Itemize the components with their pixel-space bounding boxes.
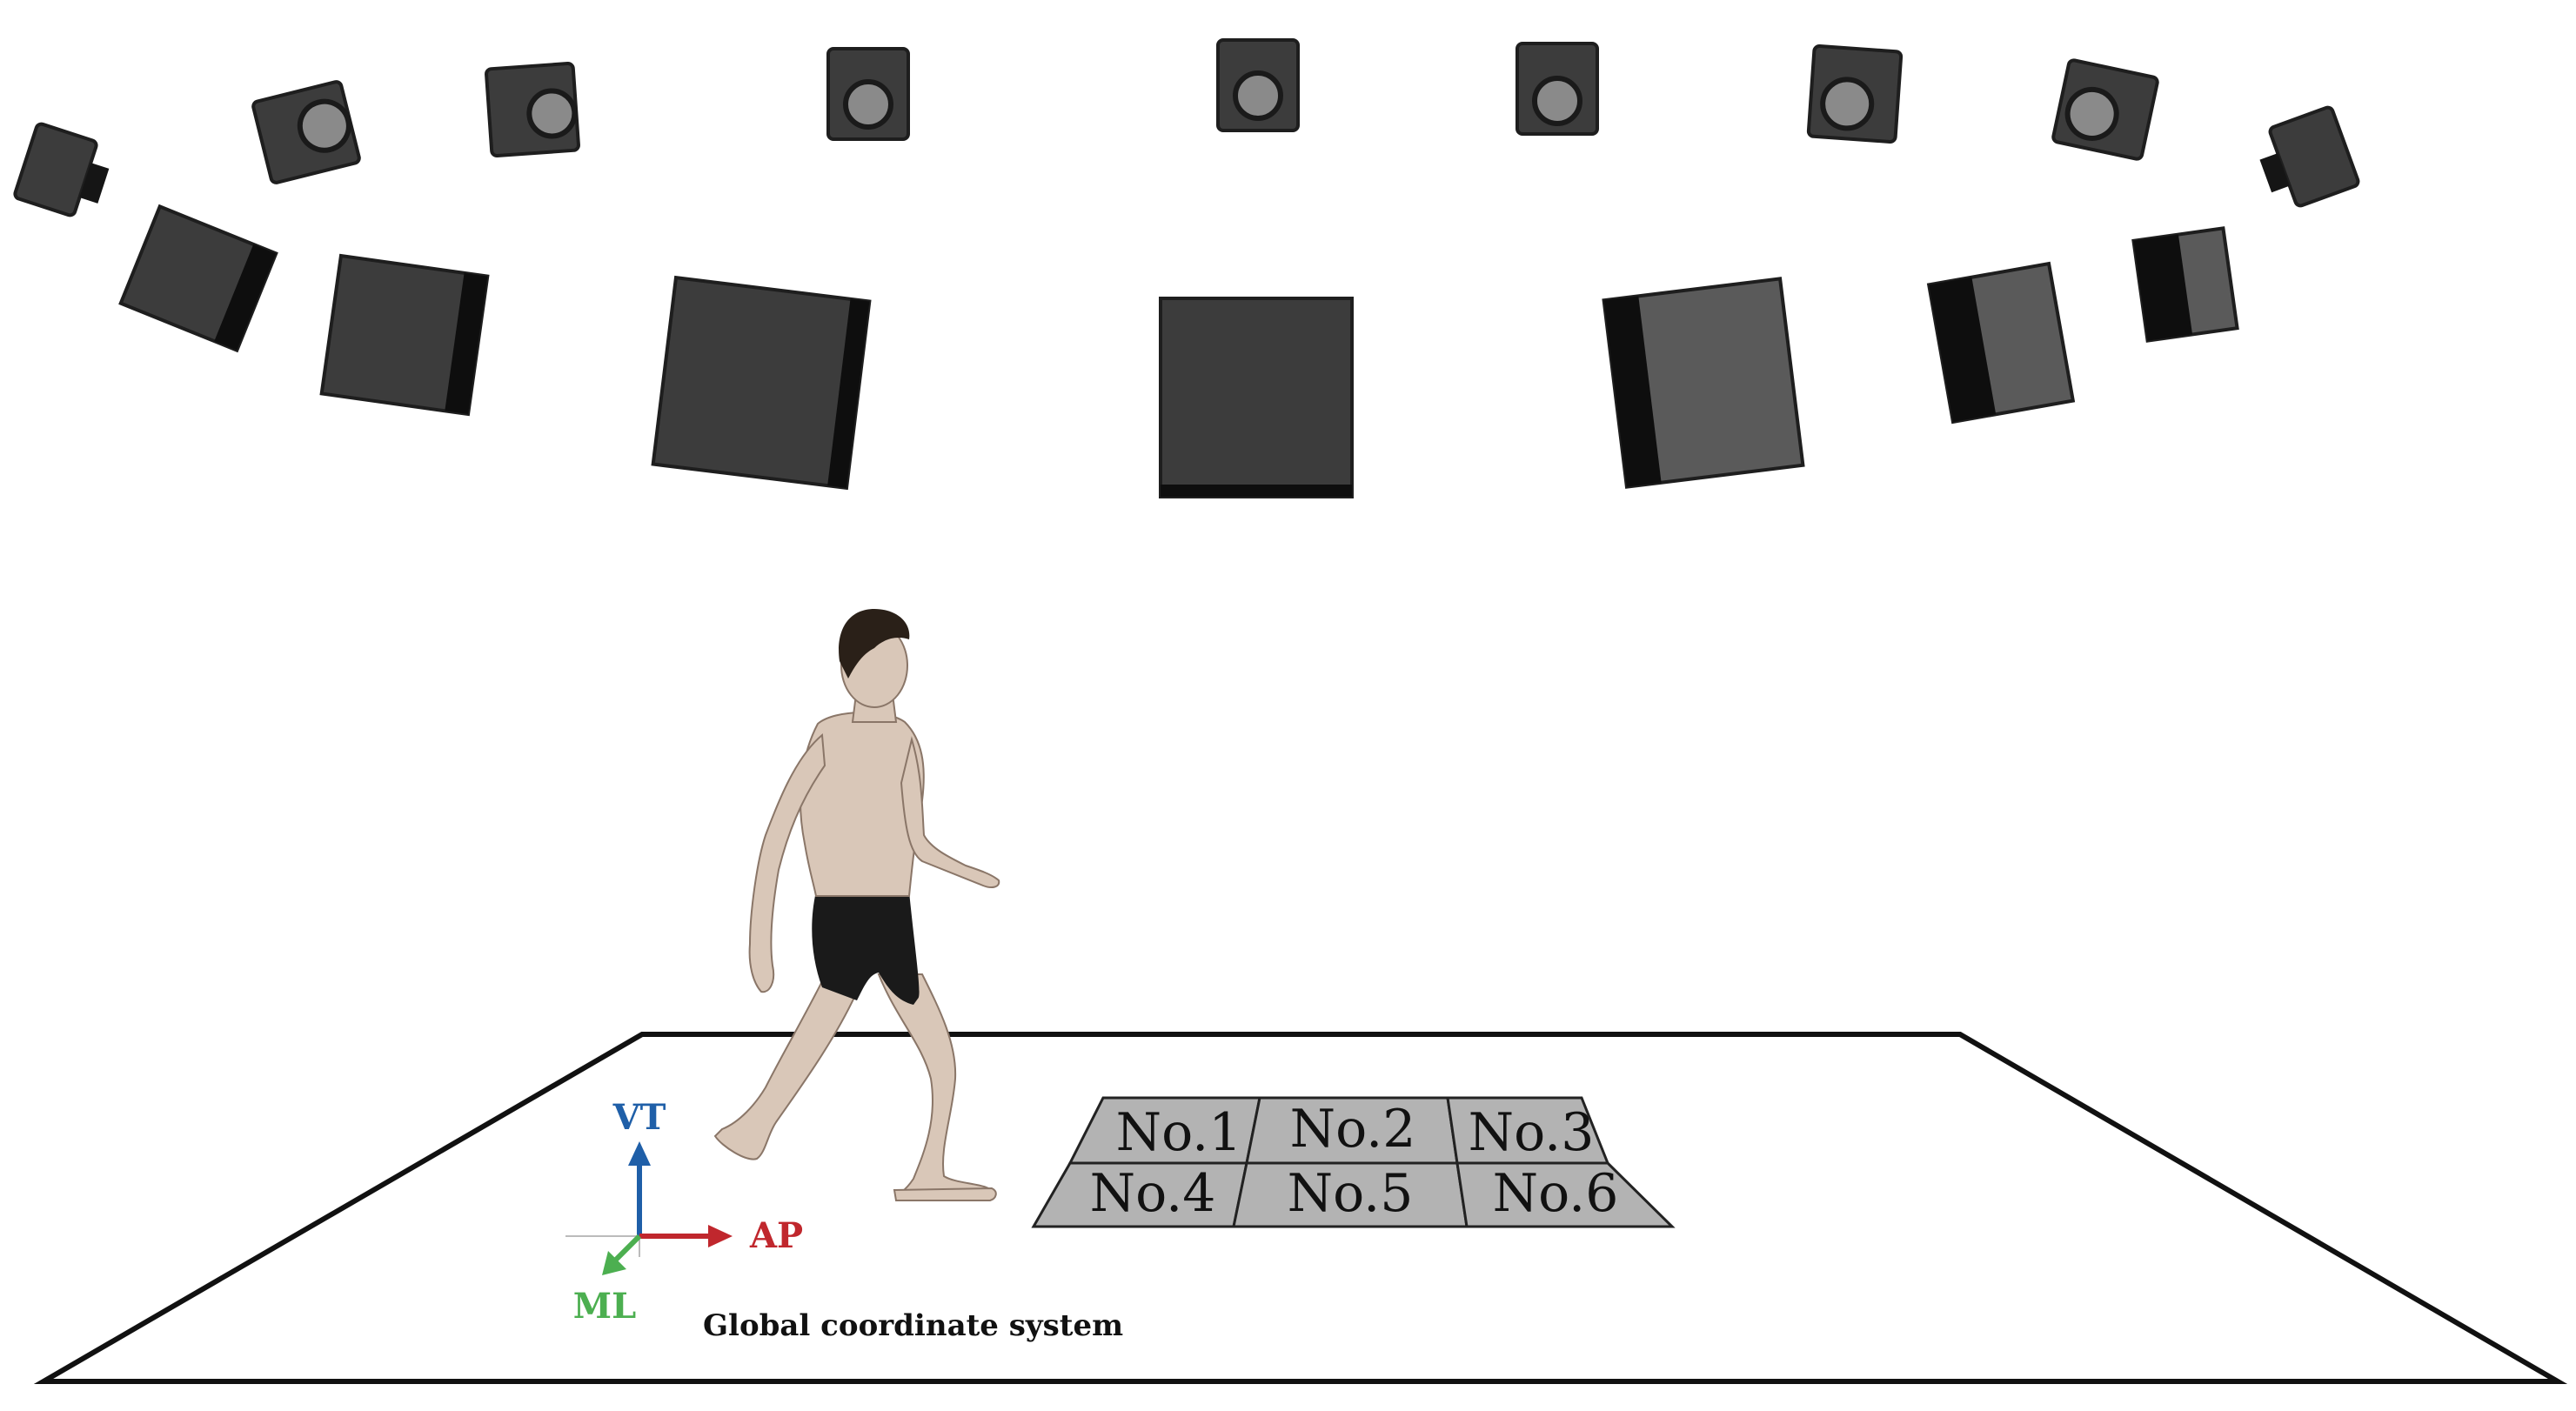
camera-upper-2 [251,80,361,184]
upper-camera-row [13,38,2360,217]
ap-arrow-head [708,1225,733,1247]
ap-axis-label: AP [749,1215,803,1256]
force-plate-6 [1455,1161,1676,1228]
camera-upper-5 [1216,38,1300,132]
camera-lower-7 [2131,226,2239,343]
force-plate-label-5: No.5 [1288,1163,1414,1224]
camera-lower-2 [319,253,490,417]
vt-arrow-head [628,1141,651,1166]
vt-axis-label: VT [612,1097,666,1138]
camera-upper-7 [1806,44,1904,144]
camera-upper-9 [2259,105,2360,208]
camera-upper-4 [826,47,910,141]
force-plate-label-1: No.1 [1116,1102,1242,1163]
ml-axis-label: ML [573,1286,636,1327]
ml-axis-arrow [612,1234,642,1264]
walking-subject [713,609,1000,1201]
coordinate-system: VT AP ML Global coordinate system [565,1097,1123,1343]
camera-lower-6 [1926,261,2076,425]
force-plate-label-6: No.6 [1493,1163,1619,1224]
force-plate-label-3: No.3 [1469,1102,1595,1163]
camera-lower-4 [1159,297,1354,498]
camera-upper-6 [1515,42,1599,136]
camera-upper-8 [2051,58,2159,161]
camera-upper-3 [485,62,580,157]
camera-lower-1 [118,204,278,353]
ml-arrow-head [602,1251,626,1275]
lower-camera-row [118,204,2239,498]
camera-lower-3 [651,275,872,491]
force-plate-grid: No.1 No.2 No.3 No.4 No.5 No.6 [1031,1096,1676,1228]
coordinate-system-caption: Global coordinate system [703,1308,1123,1343]
camera-lower-5 [1602,277,1805,489]
camera-upper-1 [13,122,110,217]
force-plate-label-4: No.4 [1090,1163,1216,1224]
force-plate-label-2: No.2 [1290,1099,1416,1160]
